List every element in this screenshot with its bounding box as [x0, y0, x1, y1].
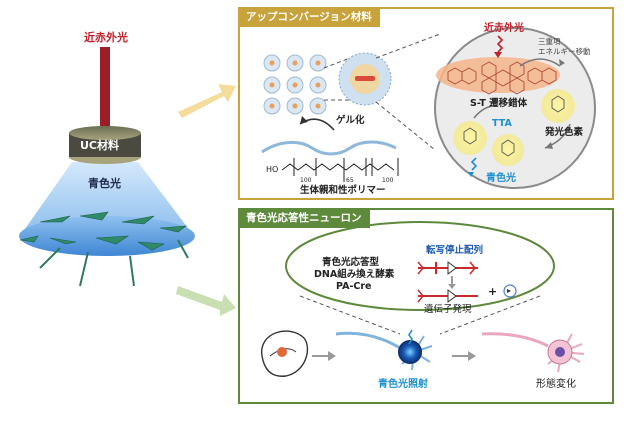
triplet-label: 三重項	[538, 37, 561, 46]
blue-zigzag	[470, 157, 478, 171]
formula-ho: HO	[266, 165, 279, 174]
blue-light-label: 青色光	[88, 177, 121, 190]
stop-sequence-label: 転写停止配列	[426, 245, 484, 256]
arrow-to-bottom-panel	[176, 286, 236, 316]
dna-construct-top	[417, 261, 478, 275]
zoom-lines	[323, 33, 441, 151]
morphology-label: 形態変化	[536, 379, 576, 390]
upconversion-panel	[238, 7, 614, 200]
enlarged-nanoparticle	[338, 52, 392, 106]
polymer-chain	[261, 140, 397, 156]
st-complex-glow	[436, 57, 560, 93]
polymer-formula	[281, 158, 399, 182]
uc-material-disk	[69, 126, 141, 164]
brain-slice-icon	[261, 330, 309, 377]
irradiation-label: 青色光照射	[378, 379, 428, 390]
circle-nir-label: 近赤外光	[484, 23, 524, 34]
plus-sign: +	[488, 285, 498, 298]
tissue-cells	[19, 211, 188, 251]
upconversion-panel-title: アップコンバージョン材料	[238, 7, 380, 27]
enzyme-line-1: 青色光応答型	[322, 257, 380, 268]
neuron-panel-title: 青色光応答性ニューロン	[238, 208, 370, 228]
neuron-panel	[238, 208, 614, 404]
enzyme-line-3: PA-Cre	[336, 281, 372, 292]
st-complex-label: S-T 遷移錯体	[470, 98, 528, 109]
arrow-to-top-panel	[178, 84, 236, 118]
formula-n1: 100	[300, 177, 312, 184]
emitter-label: 発光色素	[545, 127, 584, 138]
polymer-label: 生体親和性ポリマー	[300, 185, 386, 196]
formula-n3: 100	[382, 177, 394, 184]
nanoparticle-grid	[263, 54, 327, 115]
gelation-label: ゲル化	[336, 115, 365, 126]
hanging-neurons	[39, 239, 189, 287]
energy-transfer-label: エネルギー移動	[538, 47, 591, 56]
neuron-before	[335, 329, 433, 371]
nir-label: 近赤外光	[84, 31, 128, 44]
enzyme-ellipse	[285, 221, 555, 311]
nir-zigzag	[496, 35, 504, 53]
mechanism-circle	[434, 27, 596, 189]
gene-expression-label: 遺伝子発現	[424, 304, 472, 315]
formula-n2: 65	[346, 177, 354, 184]
tta-label: TTA	[492, 118, 512, 129]
dna-construct-bottom	[417, 284, 517, 303]
enzyme-line-2: DNA組み換え酵素	[314, 269, 395, 280]
circle-blue-label: 青色光	[486, 173, 516, 184]
uc-material-label: UC材料	[80, 139, 120, 152]
neuron-after	[481, 332, 585, 373]
nir-laser-beam	[100, 47, 110, 129]
